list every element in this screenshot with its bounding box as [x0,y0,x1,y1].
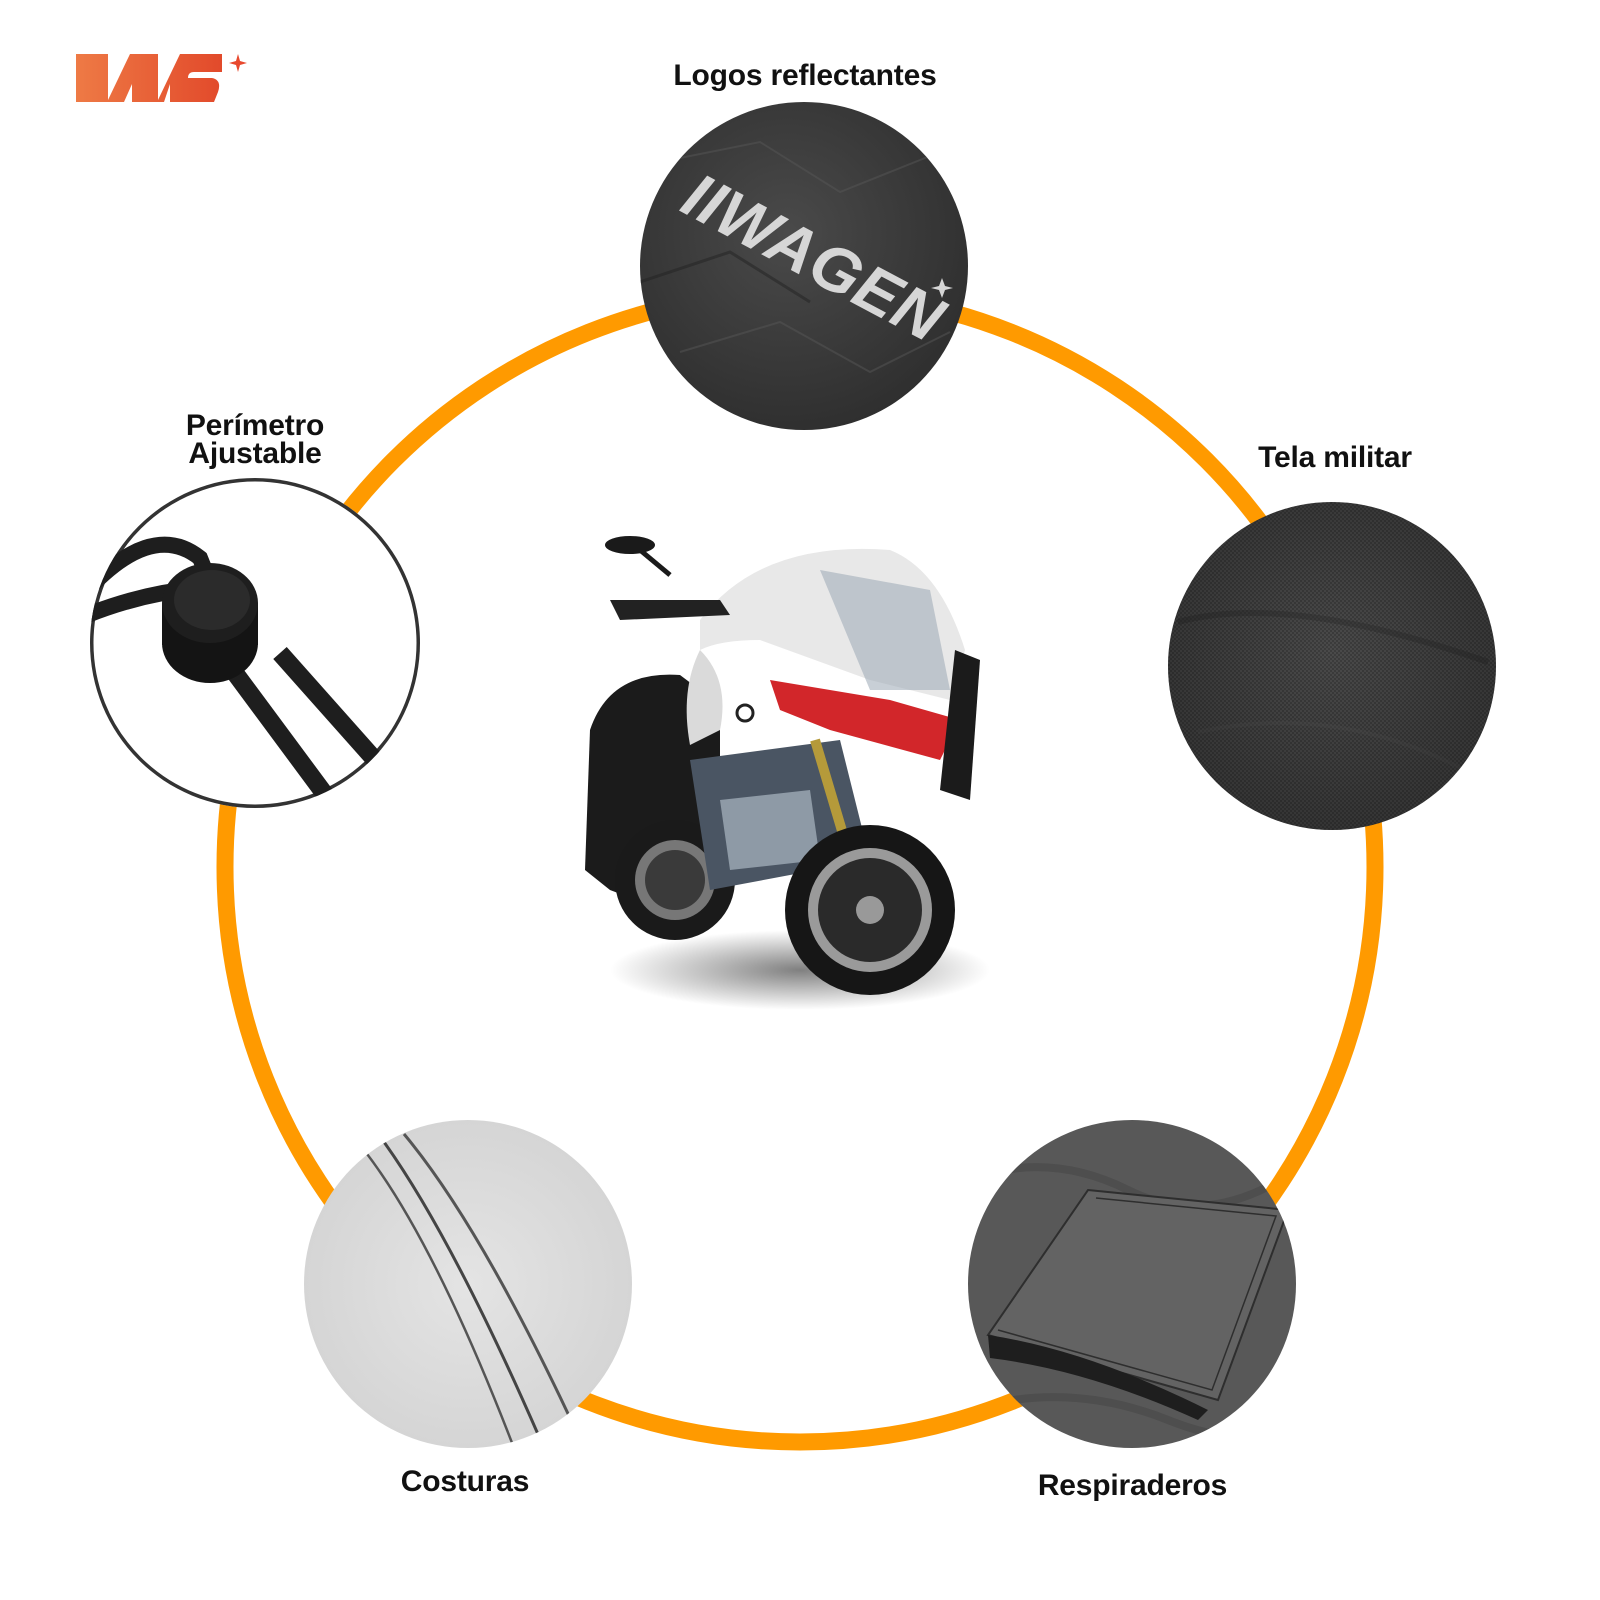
feature-label-costuras: Costuras [400,1465,530,1498]
feature-circle-costuras [304,1120,632,1448]
feature-label-logos: Logos reflectantes [673,59,937,92]
feature-label-perimetro-line2: Ajustable [188,437,322,470]
ws-sparkle-logo-icon [76,54,247,102]
cord-lock-icon [90,478,420,808]
stitching-icon [304,1120,632,1448]
feature-label-respiraderos: Respiraderos [1037,1469,1228,1502]
air-vent-icon [968,1120,1296,1448]
fabric-texture-icon [1168,502,1496,830]
feature-label-tela: Tela militar [1258,441,1412,474]
brand-logo [72,50,252,115]
feature-circle-respiraderos [968,1120,1296,1448]
motorcycle-icon [585,536,990,1010]
feature-circle-perimetro [90,478,420,808]
reflective-logo-icon: IIWAGEN [640,102,968,430]
feature-label-perimetro-line1: Perímetro [185,409,325,442]
product-image [570,530,990,1030]
feature-label-perimetro: Perímetro Ajustable [165,409,345,470]
feature-circle-logos: IIWAGEN [640,102,968,430]
feature-circle-tela [1168,502,1496,830]
